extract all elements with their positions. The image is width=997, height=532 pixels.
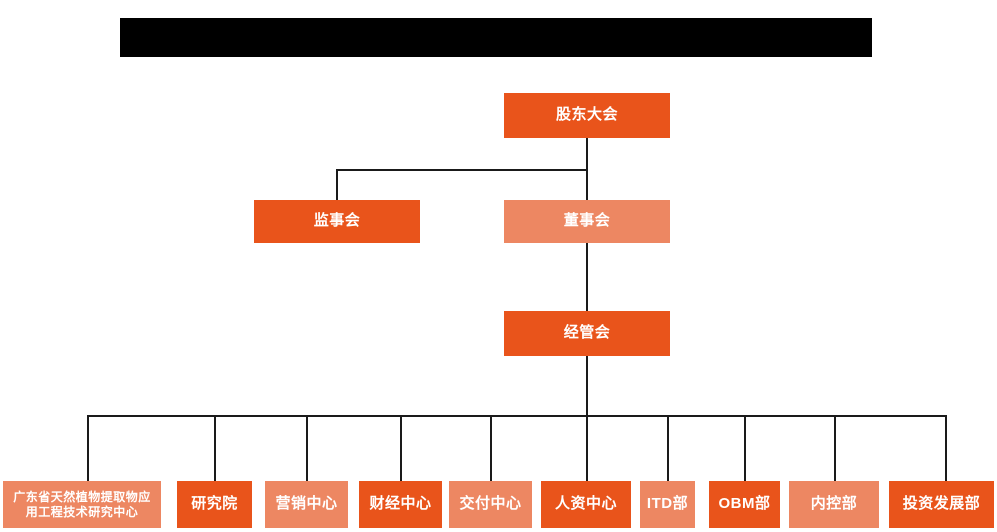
node-finance-center-label: 财经中心 — [369, 495, 432, 513]
node-research-institute-label: 研究院 — [191, 495, 238, 513]
node-delivery-center-label: 交付中心 — [459, 495, 522, 513]
node-hr-center[interactable]: 人资中心 — [541, 481, 631, 528]
connector-to-board-of-supervisors — [336, 169, 338, 200]
node-hr-center-label: 人资中心 — [554, 495, 617, 513]
node-guangdong-research-center-label-line2: 用工程技术研究中心 — [25, 504, 139, 519]
node-board-of-supervisors-label: 监事会 — [313, 212, 361, 230]
connector-management-down — [586, 356, 588, 416]
connector-drop-itd-department — [667, 415, 669, 481]
node-obm-department-label: OBM部 — [718, 495, 771, 513]
node-shareholders-meeting-label: 股东大会 — [555, 106, 618, 124]
node-itd-department-label: ITD部 — [646, 495, 689, 513]
connector-directors-to-management — [586, 243, 588, 311]
connector-l1-down — [586, 138, 588, 200]
node-itd-department[interactable]: ITD部 — [640, 481, 695, 528]
connector-drop-internal-control-department — [834, 415, 836, 481]
node-management-committee[interactable]: 经管会 — [504, 311, 670, 356]
connector-drop-obm-department — [744, 415, 746, 481]
connector-l1-bus — [336, 169, 587, 171]
connector-drop-hr-center — [586, 415, 588, 481]
connector-drop-finance-center — [400, 415, 402, 481]
node-investment-development-department-label: 投资发展部 — [902, 495, 981, 513]
node-internal-control-department-label: 内控部 — [810, 495, 858, 513]
redacted-title-bar — [120, 18, 872, 57]
connector-drop-investment-development-department — [945, 415, 947, 481]
node-delivery-center[interactable]: 交付中心 — [449, 481, 532, 528]
node-board-of-directors-label: 董事会 — [563, 212, 611, 230]
node-shareholders-meeting[interactable]: 股东大会 — [504, 93, 670, 138]
node-board-of-directors[interactable]: 董事会 — [504, 200, 670, 243]
node-management-committee-label: 经管会 — [563, 324, 611, 342]
node-research-institute[interactable]: 研究院 — [177, 481, 252, 528]
node-board-of-supervisors[interactable]: 监事会 — [254, 200, 420, 243]
node-investment-development-department[interactable]: 投资发展部 — [889, 481, 994, 528]
connector-drop-delivery-center — [490, 415, 492, 481]
connector-drop-research-institute — [214, 415, 216, 481]
connector-level4-bus — [87, 415, 947, 417]
connector-drop-marketing-center — [306, 415, 308, 481]
node-guangdong-research-center-label-line1: 广东省天然植物提取物应 — [13, 489, 151, 504]
node-marketing-center-label: 营销中心 — [275, 495, 338, 513]
node-obm-department[interactable]: OBM部 — [709, 481, 780, 528]
node-finance-center[interactable]: 财经中心 — [359, 481, 442, 528]
connector-drop-guangdong-research-center — [87, 415, 89, 481]
node-guangdong-research-center[interactable]: 广东省天然植物提取物应 用工程技术研究中心 — [3, 481, 161, 528]
node-marketing-center[interactable]: 营销中心 — [265, 481, 348, 528]
node-internal-control-department[interactable]: 内控部 — [789, 481, 879, 528]
